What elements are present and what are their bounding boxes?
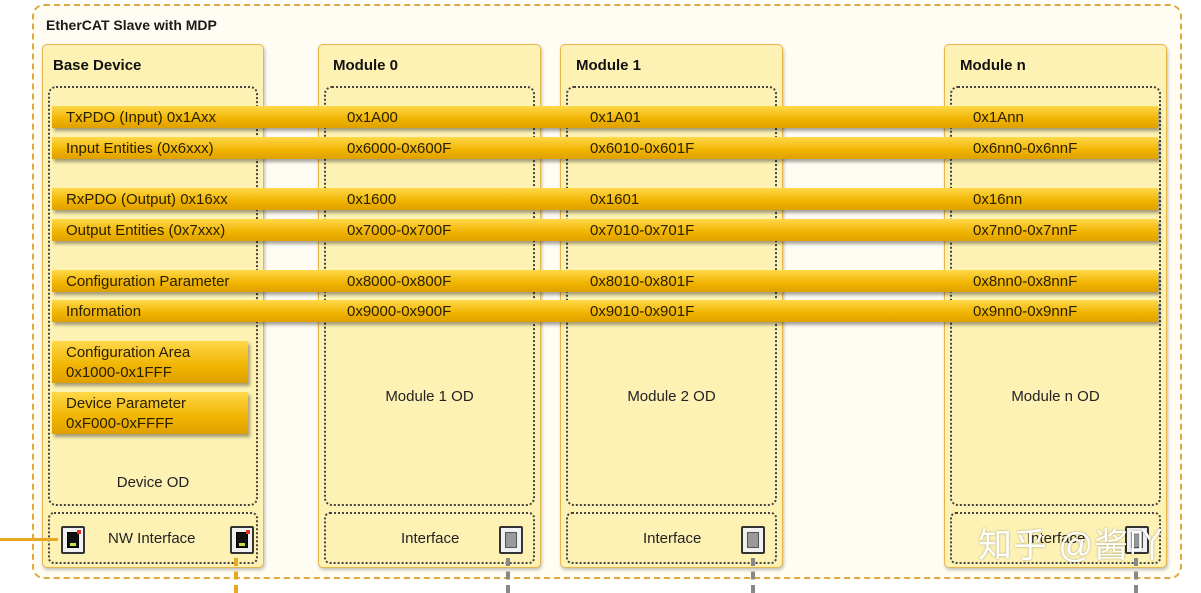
network-in-line xyxy=(0,538,58,541)
module-1-od-label: Module 2 OD xyxy=(627,388,716,405)
module-n-title: Module n xyxy=(960,57,1026,74)
row-m1-value: 0x9010-0x901F xyxy=(590,303,695,320)
row-label: Input Entities (0x6xxx) xyxy=(66,140,214,157)
row-mn-value: 0x8nn0-0x8nnF xyxy=(973,273,1078,290)
row-mn-value: 0x16nn xyxy=(973,191,1023,208)
module-n-od-region: Module n OD xyxy=(950,86,1161,506)
watermark: 知乎 @酱吖 xyxy=(978,527,1164,565)
row-m0-value: 0x9000-0x900F xyxy=(347,303,452,320)
row-m1-value: 0x6010-0x601F xyxy=(590,140,695,157)
module-1-interface-region: Interface xyxy=(566,512,777,564)
row-m0-value: 0x1A00 xyxy=(347,109,398,126)
module-0-interface-region: Interface xyxy=(324,512,535,564)
row-label: Configuration Parameter xyxy=(66,273,230,290)
row-label: TxPDO (Input) 0x1Axx xyxy=(66,109,217,126)
txpdo-row: TxPDO (Input) 0x1Axx 0x1A00 0x1A01 0x1An… xyxy=(52,106,1158,128)
module-1-port-icon xyxy=(741,526,765,554)
row-label: RxPDO (Output) 0x16xx xyxy=(66,191,228,208)
module-n-interface-region: Interface xyxy=(950,512,1161,564)
module-1-bus-line xyxy=(751,558,755,593)
row-m1-value: 0x1A01 xyxy=(590,109,641,126)
configuration-area-box: Configuration Area 0x1000-0x1FFF xyxy=(52,341,248,383)
device-od-region: Device OD xyxy=(48,86,258,506)
row-m0-value: 0x8000-0x800F xyxy=(347,273,452,290)
device-parameter-title: Device Parameter xyxy=(66,395,187,412)
module-0-title: Module 0 xyxy=(333,57,399,74)
configuration-parameter-row: Configuration Parameter 0x8000-0x800F 0x… xyxy=(52,270,1158,292)
nw-interface-region: NW Interface xyxy=(48,512,258,564)
module-n-od-label: Module n OD xyxy=(1011,388,1100,405)
network-port-out-icon xyxy=(230,526,254,554)
row-label: Output Entities (0x7xxx) xyxy=(66,222,226,239)
module-0-od-label: Module 1 OD xyxy=(385,388,474,405)
device-parameter-box: Device Parameter 0xF000-0xFFFF xyxy=(52,392,248,434)
input-entities-row: Input Entities (0x6xxx) 0x6000-0x600F 0x… xyxy=(52,137,1158,159)
module-n-interface-label: Interface xyxy=(1027,530,1086,547)
information-row: Information 0x9000-0x900F 0x9010-0x901F … xyxy=(52,300,1158,322)
row-mn-value: 0x9nn0-0x9nnF xyxy=(973,303,1078,320)
module-0-od-region: Module 1 OD xyxy=(324,86,535,506)
diagram-title: EtherCAT Slave with MDP xyxy=(46,17,217,33)
module-0-bus-line xyxy=(506,558,510,593)
configuration-area-title: Configuration Area xyxy=(66,344,191,361)
row-mn-value: 0x6nn0-0x6nnF xyxy=(973,140,1078,157)
row-m1-value: 0x1601 xyxy=(590,191,640,208)
nw-interface-label: NW Interface xyxy=(108,530,196,547)
device-parameter-range: 0xF000-0xFFFF xyxy=(66,415,174,432)
module-n-port-icon xyxy=(1125,526,1149,554)
row-mn-value: 0x1Ann xyxy=(973,109,1024,126)
row-m0-value: 0x7000-0x700F xyxy=(347,222,452,239)
base-device-title: Base Device xyxy=(53,57,142,74)
row-m0-value: 0x6000-0x600F xyxy=(347,140,452,157)
row-m1-value: 0x8010-0x801F xyxy=(590,273,695,290)
module-1-interface-label: Interface xyxy=(643,530,702,547)
row-mn-value: 0x7nn0-0x7nnF xyxy=(973,222,1078,239)
configuration-area-range: 0x1000-0x1FFF xyxy=(66,364,172,381)
row-m0-value: 0x1600 xyxy=(347,191,397,208)
module-n-bus-line xyxy=(1134,558,1138,593)
module-1-title: Module 1 xyxy=(576,57,642,74)
row-m1-value: 0x7010-0x701F xyxy=(590,222,695,239)
network-out-line xyxy=(234,558,238,593)
output-entities-row: Output Entities (0x7xxx) 0x7000-0x700F 0… xyxy=(52,219,1158,241)
module-0-interface-label: Interface xyxy=(401,530,460,547)
row-label: Information xyxy=(66,303,142,320)
network-port-in-icon xyxy=(61,526,85,554)
rxpdo-row: RxPDO (Output) 0x16xx 0x1600 0x1601 0x16… xyxy=(52,188,1158,210)
module-1-od-region: Module 2 OD xyxy=(566,86,777,506)
module-0-port-icon xyxy=(499,526,523,554)
device-od-label: Device OD xyxy=(116,474,190,491)
